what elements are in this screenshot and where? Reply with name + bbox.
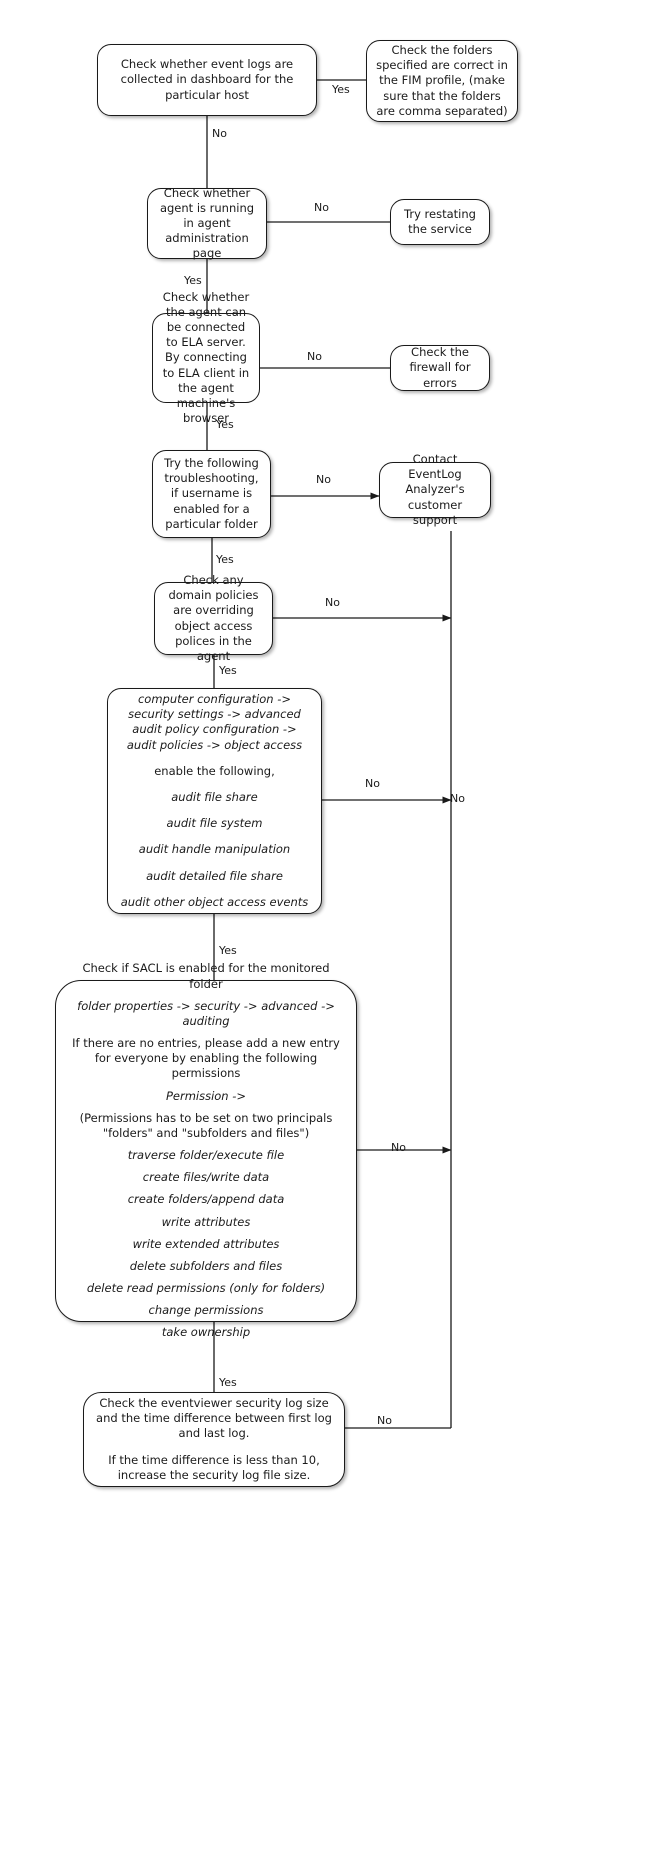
node-check-fim-folders[interactable]: Check the folders specified are correct … xyxy=(366,40,518,122)
node-text: Try restating the service xyxy=(404,206,476,236)
node-line-11: delete read permissions (only for folder… xyxy=(86,1281,326,1296)
edge-label-no-1: No xyxy=(212,127,227,140)
node-line-5: audit detailed file share xyxy=(146,868,283,883)
node-line-4: audit handle manipulation xyxy=(138,842,291,857)
node-check-agent-ela-connection[interactable]: Check whether the agent can be connected… xyxy=(152,290,260,425)
node-check-firewall[interactable]: Check the firewall for errors xyxy=(390,345,490,391)
node-line-7: create folders/append data xyxy=(127,1192,285,1207)
node-line-10: delete subfolders and files xyxy=(129,1258,283,1273)
edge-label-no-2: No xyxy=(314,201,329,214)
node-line-3: audit file system xyxy=(166,816,263,831)
node-line-0: Check the eventviewer security log size … xyxy=(96,1396,332,1441)
node-line-0: computer configuration -> security setti… xyxy=(126,692,303,752)
node-check-eventviewer-log-size[interactable]: Check the eventviewer security log size … xyxy=(83,1392,345,1487)
node-check-sacl-enabled[interactable]: Check if SACL is enabled for the monitor… xyxy=(55,961,357,1339)
node-line-0: Check if SACL is enabled for the monitor… xyxy=(82,961,330,991)
edge-label-yes-7: Yes xyxy=(219,1376,237,1389)
edge-label-no-5: No xyxy=(325,596,340,609)
node-line-1: folder properties -> security -> advance… xyxy=(77,998,335,1028)
node-text: Check the folders specified are correct … xyxy=(376,43,508,118)
node-line-8: write attributes xyxy=(161,1214,251,1229)
node-check-domain-policies[interactable]: Check any domain policies are overriding… xyxy=(154,573,273,663)
node-line-5: traverse folder/execute file xyxy=(127,1148,285,1163)
node-text: Check the firewall for errors xyxy=(409,345,471,390)
node-line-2: If there are no entries, please add a ne… xyxy=(72,1036,340,1081)
node-line-4: (Permissions has to be set on two princi… xyxy=(79,1110,333,1140)
edge-label-no-3: No xyxy=(307,350,322,363)
node-line-1: enable the following, xyxy=(154,763,275,778)
edge-label-no-4: No xyxy=(316,473,331,486)
node-text: Check any domain policies are overriding… xyxy=(168,572,259,663)
node-text: Try the following troubleshooting, if us… xyxy=(164,456,259,531)
node-try-restating-service[interactable]: Try restating the service xyxy=(390,199,490,245)
node-text: Check whether event logs are collected i… xyxy=(120,57,294,102)
node-text: Check whether agent is running in agent … xyxy=(159,185,255,261)
node-line-2: audit file share xyxy=(171,790,258,804)
edge-label-yes-1: Yes xyxy=(332,83,350,96)
edge-label-yes-3: Yes xyxy=(216,418,234,431)
node-line-6: audit other object access events xyxy=(120,894,309,909)
node-check-event-logs[interactable]: Check whether event logs are collected i… xyxy=(97,44,317,116)
edge-label-no-7: No xyxy=(391,1141,406,1154)
node-line-3: Permission -> xyxy=(165,1088,247,1103)
node-line-1: If the time difference is less than 10, … xyxy=(108,1452,320,1482)
edge-label-yes-2: Yes xyxy=(184,274,202,287)
edge-label-no-6: No xyxy=(365,777,380,790)
node-try-troubleshooting-username[interactable]: Try the following troubleshooting, if us… xyxy=(152,450,271,538)
node-check-agent-running[interactable]: Check whether agent is running in agent … xyxy=(147,185,267,261)
edge-label-yes-5: Yes xyxy=(219,664,237,677)
node-text: Check whether the agent can be connected… xyxy=(162,289,250,426)
node-text: Contact EventLog Analyzer's customer sup… xyxy=(405,452,465,527)
node-line-6: create files/write data xyxy=(142,1170,270,1185)
edge-label-no-6-rail: No xyxy=(450,792,465,805)
edge-label-yes-6: Yes xyxy=(219,944,237,957)
node-line-13: take ownership xyxy=(161,1325,251,1340)
edge-label-no-8: No xyxy=(377,1414,392,1427)
node-audit-policy-config[interactable]: computer configuration -> security setti… xyxy=(107,688,322,914)
node-line-12: change permissions xyxy=(148,1303,264,1318)
edge-label-yes-4: Yes xyxy=(216,553,234,566)
node-contact-support[interactable]: Contact EventLog Analyzer's customer sup… xyxy=(379,452,491,527)
node-line-9: write extended attributes xyxy=(132,1236,280,1251)
